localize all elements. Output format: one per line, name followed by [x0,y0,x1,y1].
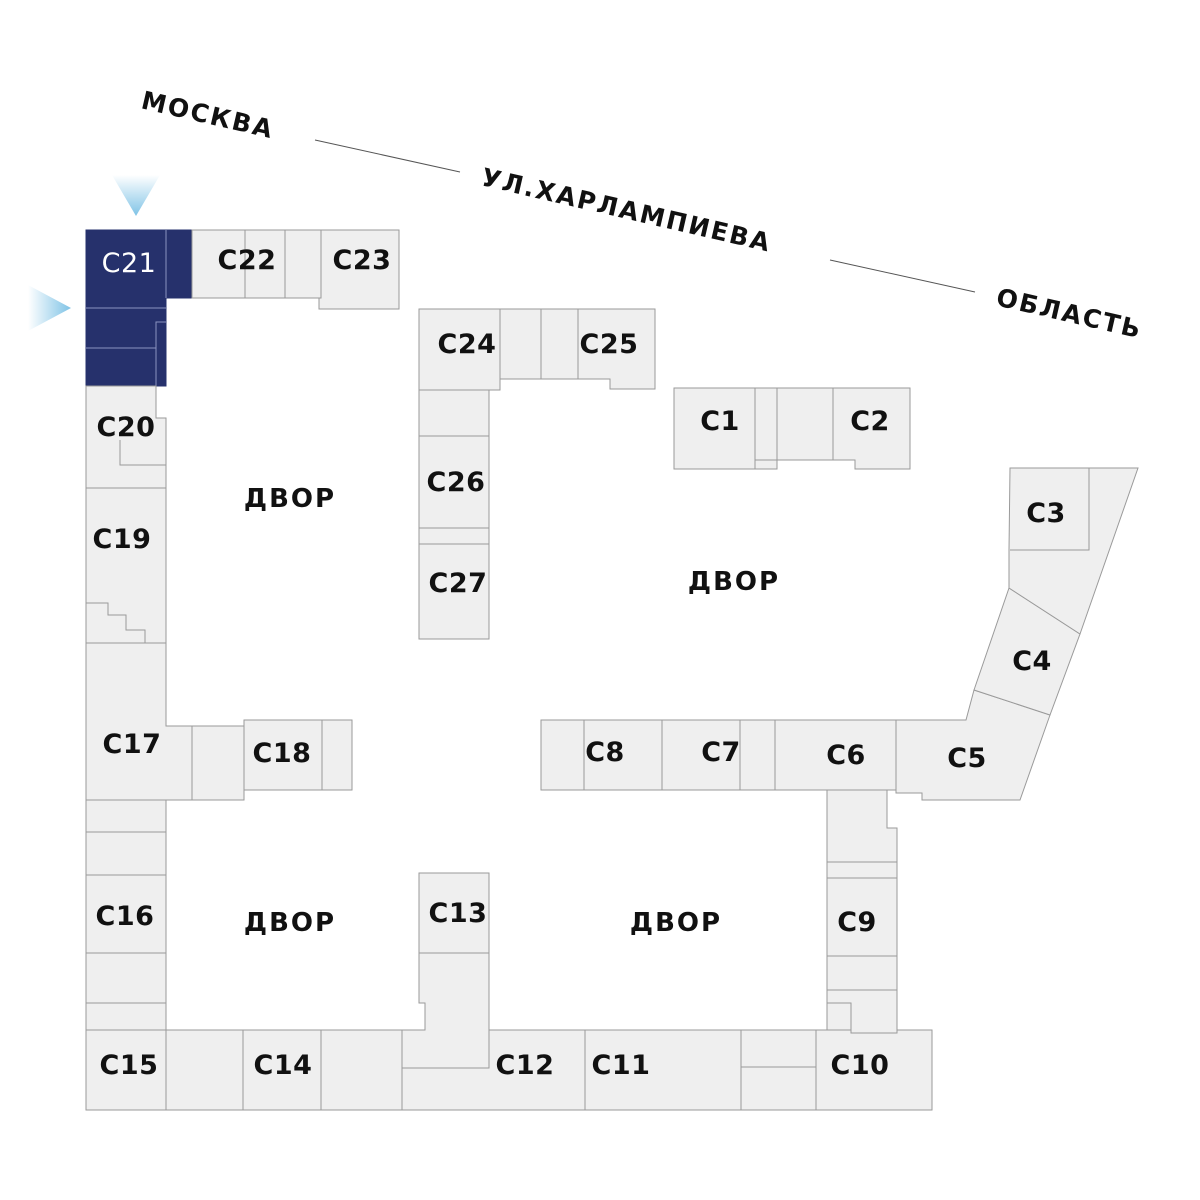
section-c21[interactable] [85,229,193,387]
section-label-c2: С2 [850,406,890,437]
section-c13[interactable] [401,872,490,1069]
section-c20[interactable] [85,385,167,489]
section-c3[interactable] [1008,467,1139,635]
road-line-1 [314,139,461,173]
section-label-c15: С15 [100,1050,159,1081]
section-c22[interactable] [191,229,322,299]
section-c19[interactable] [85,487,167,644]
section-label-c21: С21 [102,248,157,279]
section-label-c20: С20 [97,412,156,443]
road-line-2 [829,259,976,293]
yard-label-top-left: ДВОР [244,484,336,514]
section-label-c26: С26 [427,467,486,498]
section-label-c5: С5 [947,743,987,774]
section-c11[interactable] [584,1029,742,1111]
yard-label-bottom-left: ДВОР [244,908,336,938]
road-label-moscow: МОСКВА [139,86,277,145]
road-label-region: ОБЛАСТЬ [994,283,1146,345]
section-c25[interactable] [540,308,656,390]
section-c23[interactable] [318,229,400,310]
section-c14[interactable] [165,1029,403,1111]
section-label-c27: С27 [429,568,488,599]
section-label-c13: С13 [429,898,488,929]
section-label-c4: С4 [1012,646,1052,677]
section-c18[interactable] [191,719,353,801]
triangle-right-icon [28,285,71,331]
section-label-c7: С7 [701,737,741,768]
section-label-c1: С1 [700,406,740,437]
section-c15[interactable] [85,1029,167,1111]
road-label-street: УЛ.ХАРЛАМПИЕВА [479,163,775,258]
section-c17[interactable] [85,642,193,801]
section-label-c12: С12 [496,1050,555,1081]
section-label-c6: С6 [826,740,866,771]
section-label-c14: С14 [254,1050,313,1081]
section-c8[interactable] [540,719,663,791]
section-label-c8: С8 [585,737,625,768]
section-label-c11: С11 [592,1050,651,1081]
section-c7[interactable] [661,719,776,791]
section-c26[interactable] [418,389,490,545]
yard-label-bottom-right: ДВОР [630,908,722,938]
section-c6[interactable] [774,719,897,791]
section-c2[interactable] [776,387,911,470]
section-label-c25: С25 [580,329,639,360]
section-label-c17: С17 [103,729,162,760]
section-label-c18: С18 [253,738,312,769]
section-label-c3: С3 [1026,498,1066,529]
section-label-c10: С10 [831,1050,890,1081]
section-c5[interactable] [895,689,1051,801]
section-label-c23: С23 [333,245,392,276]
section-c9[interactable] [826,789,898,1034]
section-label-c16: С16 [96,901,155,932]
section-c27[interactable] [418,543,490,640]
yard-label-top-right: ДВОР [688,567,780,597]
section-label-c9: С9 [837,907,877,938]
triangle-down-icon [112,175,160,216]
section-label-c24: С24 [438,329,497,360]
section-label-c19: С19 [93,524,152,555]
section-label-c22: С22 [218,245,277,276]
